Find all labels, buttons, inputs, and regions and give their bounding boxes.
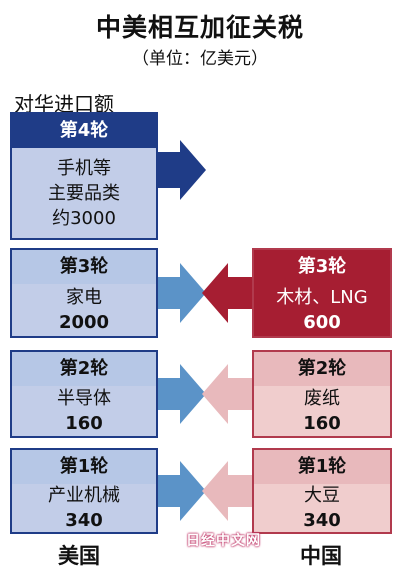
- cn-round-3-amount: 600: [303, 312, 341, 333]
- us-round-4-box: 第4轮 手机等 主要品类 约3000: [10, 112, 158, 240]
- us-round-4-line-2: 主要品类: [48, 182, 120, 204]
- us-round-1-arrow-icon: [158, 461, 206, 521]
- cn-round-1-label: 第1轮: [254, 450, 390, 484]
- us-country-label: 美国: [58, 544, 100, 568]
- us-round-2-label: 第2轮: [12, 352, 156, 386]
- us-round-4-arrow-icon: [158, 140, 206, 200]
- us-round-2-box: 第2轮 半导体 160: [10, 350, 158, 438]
- cn-country-label: 中国: [300, 544, 342, 568]
- cn-round-2-amount: 160: [303, 413, 341, 434]
- nikkei-watermark: 日经中文网: [186, 533, 261, 549]
- cn-round-1-arrow-icon: [202, 461, 252, 521]
- us-round-4-label: 第4轮: [12, 114, 156, 148]
- cn-round-2-item: 废纸: [304, 388, 340, 409]
- page-title: 中美相互加征关税: [95, 13, 304, 42]
- cn-round-2-box: 第2轮 废纸 160: [252, 350, 392, 438]
- us-round-1-amount: 340: [65, 510, 103, 531]
- us-round-3-label: 第3轮: [12, 250, 156, 284]
- us-round-3-item: 家电: [66, 287, 102, 308]
- unit-subtitle: （单位：亿美元）: [132, 49, 268, 69]
- us-round-1-box: 第1轮 产业机械 340: [10, 448, 158, 534]
- cn-round-2-arrow-icon: [202, 364, 252, 424]
- us-round-3-amount: 2000: [58, 312, 110, 333]
- cn-round-3-item: 木材、LNG: [276, 287, 368, 308]
- cn-round-1-box: 第1轮 大豆 340: [252, 448, 392, 534]
- us-round-3-box: 第3轮 家电 2000: [10, 248, 158, 338]
- us-round-2-item: 半导体: [57, 388, 111, 409]
- us-round-2-arrow-icon: [158, 364, 206, 424]
- cn-round-3-arrow-icon: [202, 263, 252, 323]
- cn-round-2-label: 第2轮: [254, 352, 390, 386]
- cn-round-3-box: 第3轮 木材、LNG 600: [252, 248, 392, 338]
- us-round-4-amount: 约3000: [52, 207, 116, 229]
- cn-round-3-label: 第3轮: [254, 250, 390, 284]
- cn-round-1-amount: 340: [303, 510, 341, 531]
- cn-round-1-item: 大豆: [304, 485, 340, 506]
- us-round-2-amount: 160: [65, 413, 103, 434]
- us-round-1-item: 产业机械: [48, 485, 120, 506]
- us-round-1-label: 第1轮: [12, 450, 156, 484]
- us-round-3-arrow-icon: [158, 263, 206, 323]
- us-round-4-line-1: 手机等: [57, 157, 111, 179]
